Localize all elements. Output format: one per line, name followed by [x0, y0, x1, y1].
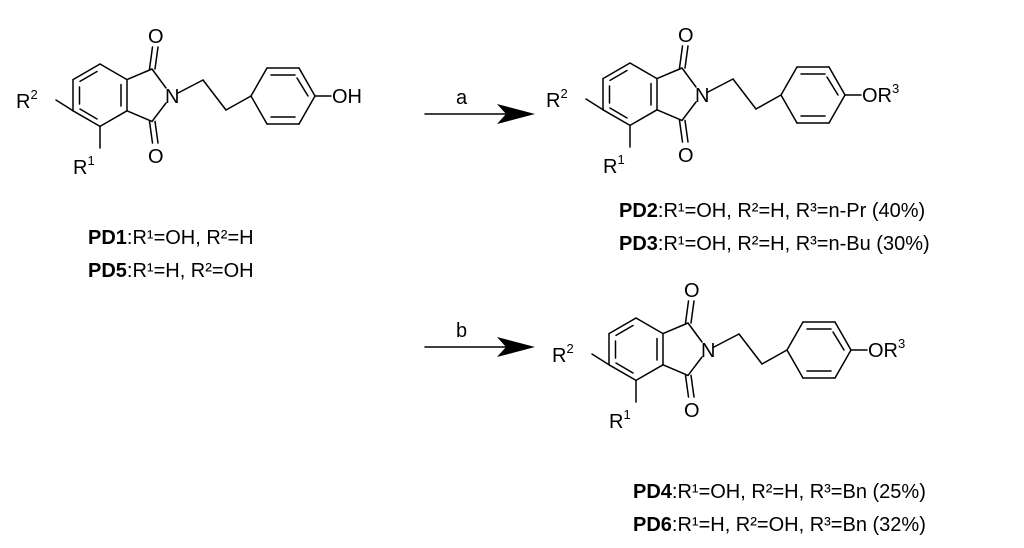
substituent-r2: R2: [552, 341, 574, 367]
substituent-r1: R1: [73, 153, 95, 179]
compound-label-pd6: PD6:R¹=H, R²=OH, R³=Bn (32%): [633, 514, 926, 536]
compound-label-pd4: PD4:R¹=OH, R²=H, R³=Bn (25%): [633, 481, 926, 503]
imide-nitrogen: N: [695, 85, 709, 107]
carbonyl-oxygen-top: O: [148, 26, 164, 48]
carbonyl-oxygen-bottom: O: [678, 145, 694, 167]
compound-label-pd5: PD5:R¹=H, R²=OH: [88, 260, 254, 282]
compound-label-pd1: PD1:R¹=OH, R²=H: [88, 227, 254, 249]
arrow-b-label: b: [456, 320, 467, 342]
ether-group: OR3: [862, 81, 899, 107]
carbonyl-oxygen-top: O: [684, 280, 700, 302]
imide-nitrogen: N: [701, 340, 715, 362]
hydroxyl-group: OH: [332, 86, 362, 108]
substituent-r2: R2: [546, 86, 568, 112]
reaction-arrow-a: a: [424, 87, 535, 124]
imide-nitrogen: N: [165, 86, 179, 108]
product-alkyl-ether: O O N R2 R1 OR3: [546, 25, 899, 178]
substituent-r2: R2: [16, 87, 38, 113]
reaction-arrow-b: b: [424, 320, 535, 357]
arrow-a-label: a: [456, 87, 468, 109]
compound-label-pd3: PD3:R¹=OH, R²=H, R³=n-Bu (30%): [619, 233, 930, 255]
carbonyl-oxygen-bottom: O: [148, 146, 164, 168]
compound-label-pd2: PD2:R¹=OH, R²=H, R³=n-Pr (40%): [619, 200, 925, 222]
substituent-r1: R1: [609, 407, 631, 433]
substituent-r1: R1: [603, 152, 625, 178]
product-benzyl-ether: O O N R2 R1 OR3: [552, 280, 905, 433]
carbonyl-oxygen-top: O: [678, 25, 694, 47]
starting-material: O O N R2 R1 OH: [16, 26, 362, 179]
carbonyl-oxygen-bottom: O: [684, 400, 700, 422]
ether-group: OR3: [868, 336, 905, 362]
